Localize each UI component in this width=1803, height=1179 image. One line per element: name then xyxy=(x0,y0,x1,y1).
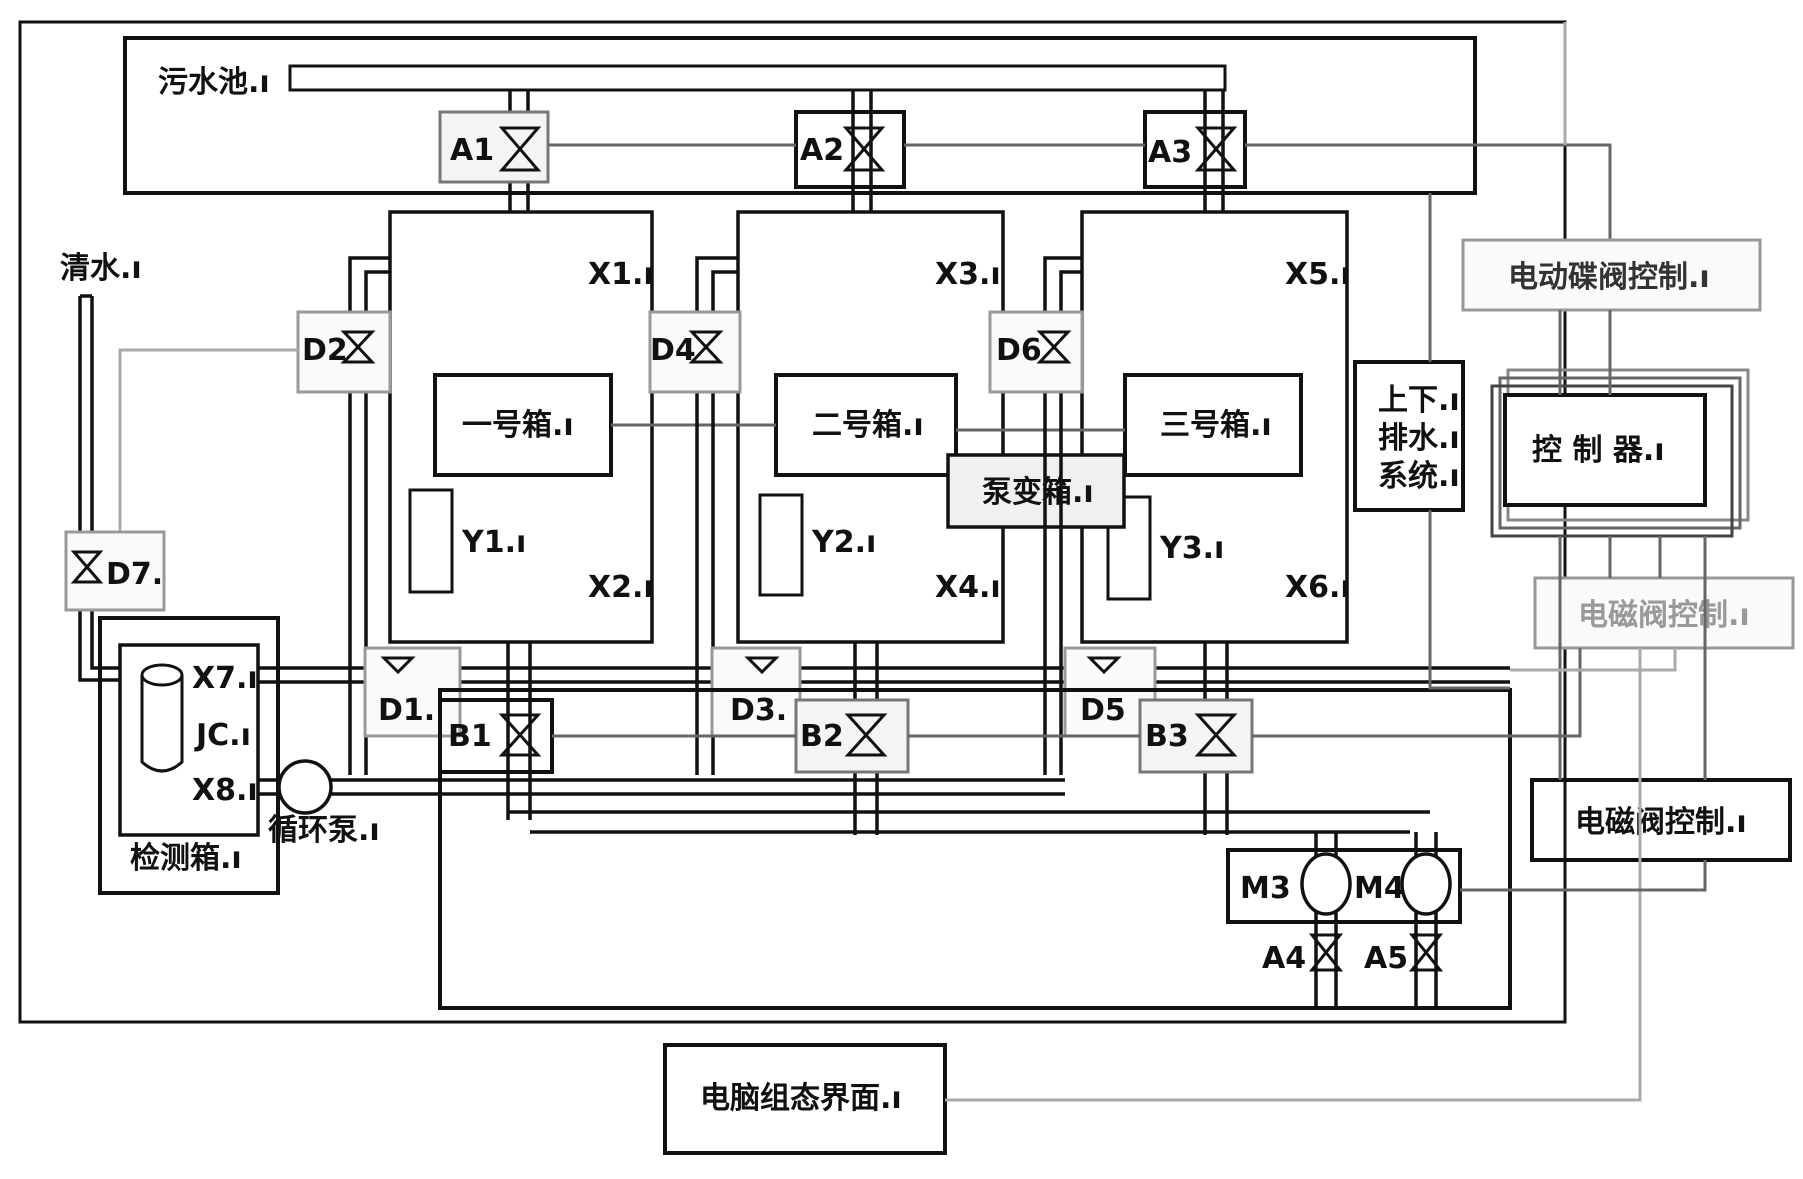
controller-box[interactable]: 控 制 器.ı xyxy=(1490,368,1750,538)
port-x1-label: X1.ı xyxy=(588,257,654,292)
svg-text:D6: D6 xyxy=(996,333,1042,368)
svg-text:D5: D5 xyxy=(1080,693,1126,728)
test-cylinder-body xyxy=(140,675,184,773)
svg-text:A2: A2 xyxy=(800,133,844,168)
sensor-y2-label: Y2.ı xyxy=(811,525,876,560)
sewage-pool-frame xyxy=(123,36,1477,195)
svg-text:A4: A4 xyxy=(1262,941,1306,976)
svg-text:M4: M4 xyxy=(1354,871,1405,906)
sensor-y3-label: Y3.ı xyxy=(1159,531,1224,566)
svg-text:B1: B1 xyxy=(448,719,492,754)
clear-water-pipe xyxy=(78,294,120,682)
port-x7-label: X7.ı xyxy=(192,661,258,696)
tank-3-label: 三号箱.ı xyxy=(1160,408,1272,443)
test-box: X7.ı JC.ı X8.ı 检测箱.ı xyxy=(98,616,280,895)
sewage-pool-pipe xyxy=(288,64,1227,92)
valve-a3[interactable]: A3 xyxy=(1143,110,1247,189)
svg-text:电动碟阀控制.ı: 电动碟阀控制.ı xyxy=(1508,260,1710,295)
test-box-label: 检测箱.ı xyxy=(130,841,242,876)
valve-b2[interactable]: B2 xyxy=(794,698,910,774)
jc-label: JC.ı xyxy=(194,718,251,753)
valve-b1[interactable]: B1 xyxy=(438,698,554,774)
svg-text:D2: D2 xyxy=(302,333,348,368)
port-x2-label: X2.ı xyxy=(588,570,654,605)
tank-2: 二号箱.ı Y2.ı X3.ı X4.ı xyxy=(736,210,1005,644)
svg-text:系统.ı: 系统.ı xyxy=(1378,459,1460,494)
svg-text:M3: M3 xyxy=(1240,871,1291,906)
svg-text:B2: B2 xyxy=(800,719,844,754)
tank-1: 一号箱.ı Y1.ı X1.ı X2.ı xyxy=(388,210,654,644)
pump-label: 循环泵.ı xyxy=(268,813,380,848)
svg-text:A3: A3 xyxy=(1148,135,1192,170)
tank-3-label-box xyxy=(1123,373,1303,477)
port-x4-label: X4.ı xyxy=(935,570,1001,605)
valve-a5[interactable]: A5 xyxy=(1364,933,1444,976)
a-valve-wire-3 xyxy=(1245,143,1612,240)
solenoid-ctrl-box-2: 电磁阀控制.ı xyxy=(1530,778,1792,862)
controller-label: 控 制 器.ı xyxy=(1532,433,1665,468)
valve-d7[interactable]: D7. xyxy=(64,530,166,612)
tank-3: 三号箱.ı Y3.ı X5.ı X6.ı xyxy=(1080,210,1351,644)
tank-2-label: 二号箱.ı xyxy=(812,408,924,443)
svg-text:排水.ı: 排水.ı xyxy=(1378,421,1460,456)
valve-a1[interactable]: A1 xyxy=(438,110,550,184)
drain-system-wire-bottom xyxy=(1428,510,1510,690)
bypass-pipes xyxy=(348,256,1082,775)
control-wiring xyxy=(945,22,1707,1102)
circulation-pump[interactable]: 循环泵.ı xyxy=(268,759,380,848)
svg-text:电磁阀控制.ı: 电磁阀控制.ı xyxy=(1575,805,1747,840)
solenoid-ctrl-box-1: 电磁阀控制.ı xyxy=(1533,576,1795,650)
svg-text:D1.: D1. xyxy=(378,693,435,728)
motor-m3[interactable]: M3 xyxy=(1240,852,1352,916)
main-horizontal-pipes xyxy=(258,666,1510,796)
valve-d6[interactable]: D6 xyxy=(988,310,1084,394)
svg-text:A5: A5 xyxy=(1364,941,1408,976)
clear-water-label: 清水.ı xyxy=(60,251,142,286)
svg-text:泵变箱.ı: 泵变箱.ı xyxy=(982,475,1094,510)
computer-ui-box[interactable]: 电脑组态界面.ı xyxy=(663,1043,947,1155)
valve-a4[interactable]: A4 xyxy=(1262,933,1344,976)
pump-box: 泵变箱.ı xyxy=(946,453,1126,529)
svg-text:电脑组态界面.ı: 电脑组态界面.ı xyxy=(700,1081,902,1116)
svg-text:D4: D4 xyxy=(650,333,696,368)
port-x3-label: X3.ı xyxy=(935,257,1001,292)
sensor-y1 xyxy=(408,488,454,594)
drain-system-box: 上下.ı 排水.ı 系统.ı xyxy=(1353,360,1465,512)
d-valve-wire xyxy=(118,348,298,535)
svg-text:A1: A1 xyxy=(450,133,494,168)
tank-bottom-pipes xyxy=(506,642,1430,835)
svg-text:D7.: D7. xyxy=(106,557,163,592)
sensor-y2 xyxy=(758,493,804,597)
valve-d4[interactable]: D4 xyxy=(648,310,742,394)
svg-text:B3: B3 xyxy=(1145,719,1189,754)
port-x6-label: X6.ı xyxy=(1285,570,1351,605)
motor-valve-ctrl-box: 电动碟阀控制.ı xyxy=(1461,238,1762,312)
port-x8-label: X8.ı xyxy=(192,773,258,808)
tank-1-label: 一号箱.ı xyxy=(462,408,574,443)
valve-a2[interactable]: A2 xyxy=(794,110,906,189)
valve-b3[interactable]: B3 xyxy=(1138,698,1254,774)
sewage-pool-label: 污水池.ı xyxy=(158,65,270,100)
outer-frame xyxy=(18,20,1567,1024)
svg-text:D3.: D3. xyxy=(730,693,787,728)
valve-d2[interactable]: D2 xyxy=(296,310,392,394)
svg-text:电磁阀控制.ı: 电磁阀控制.ı xyxy=(1578,598,1750,633)
port-x5-label: X5.ı xyxy=(1285,257,1351,292)
sensor-y1-label: Y1.ı xyxy=(461,525,526,560)
svg-text:上下.ı: 上下.ı xyxy=(1378,383,1460,418)
lower-return-frame xyxy=(438,688,1512,1010)
motor-m4[interactable]: M4 xyxy=(1354,852,1452,916)
